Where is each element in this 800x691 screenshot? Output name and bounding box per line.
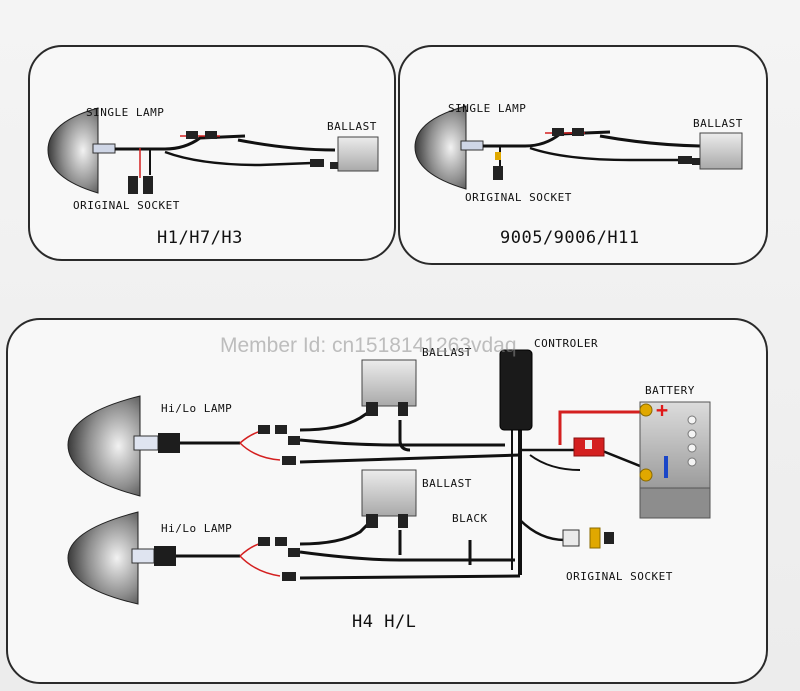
lamp2-label: Hi/Lo LAMP <box>161 522 233 535</box>
h11-lamp-label: SINGLE LAMP <box>448 102 527 115</box>
wiring-h4 <box>176 408 651 581</box>
wiring-9005 <box>483 128 701 168</box>
h11-socket-label: ORIGINAL SOCKET <box>465 191 572 204</box>
h11-title: 9005/9006/H11 <box>500 228 640 248</box>
h1-lamp-label: SINGLE LAMP <box>86 106 165 119</box>
ballast2-label: BALLAST <box>422 477 472 490</box>
ballast-h1 <box>330 136 379 172</box>
battery-label: BATTERY <box>645 384 695 397</box>
h4-socket-label: ORIGINAL SOCKET <box>566 570 673 583</box>
lamp-hilo-1 <box>67 395 180 497</box>
h1-title: H1/H7/H3 <box>157 228 243 248</box>
h1-ballast-label: BALLAST <box>327 120 377 133</box>
member-id-watermark: Member Id: cn1518141263vdaq <box>220 334 517 357</box>
lamp-9005 <box>414 105 484 190</box>
lamp-h1 <box>47 107 116 194</box>
controller <box>499 349 533 431</box>
wiring-h1 <box>115 131 336 178</box>
battery-plus-sign: + <box>656 398 669 422</box>
battery <box>639 401 711 519</box>
h4-title: H4 H/L <box>352 612 417 632</box>
lamp1-label: Hi/Lo LAMP <box>161 402 233 415</box>
ballast1-label: BALLAST <box>422 346 472 359</box>
fuse-holder <box>573 437 605 457</box>
socket-9005 <box>493 152 503 180</box>
lamp-hilo-2 <box>67 511 176 605</box>
ballast-9005 <box>692 132 743 170</box>
socket-h1 <box>128 176 153 194</box>
black-label: BLACK <box>452 512 488 525</box>
original-socket-h4 <box>562 527 614 549</box>
ballast-h4-2 <box>361 469 417 528</box>
controller-label: CONTROLER <box>534 337 599 350</box>
h1-socket-label: ORIGINAL SOCKET <box>73 199 180 212</box>
h11-ballast-label: BALLAST <box>693 117 743 130</box>
ballast-h4-1 <box>361 359 417 416</box>
